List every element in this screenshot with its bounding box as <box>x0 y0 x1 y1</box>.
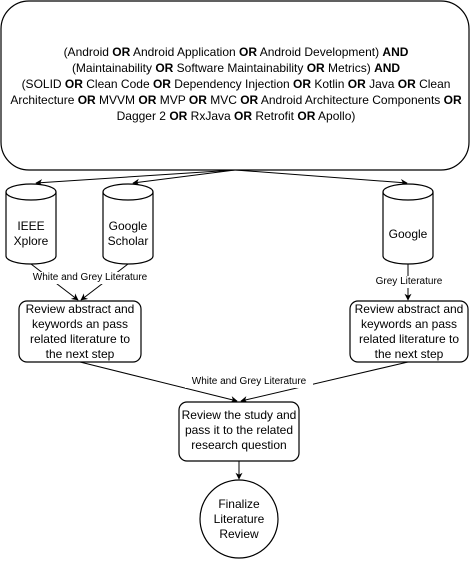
query-operator: OR <box>297 109 316 123</box>
query-operator: OR <box>169 109 188 123</box>
query-operator: OR <box>347 77 366 91</box>
query-term: RxJava <box>187 109 234 123</box>
edge-review-left-to-study <box>79 361 238 403</box>
query-operator: OR <box>397 77 416 91</box>
query-term: Software Maintainability <box>173 61 307 75</box>
query-operator: OR <box>239 45 258 59</box>
query-term: Apollo) <box>315 109 356 123</box>
edge-query-to-ieee <box>35 169 236 187</box>
google-scholar-database <box>102 183 154 265</box>
query-line-2: (Maintainability OR Software Maintainabi… <box>6 60 466 76</box>
query-term: Retrofit <box>252 109 298 123</box>
query-operator: AND <box>382 45 409 59</box>
query-operator: OR <box>77 93 96 107</box>
edge-label-to-study-review: White and Grey Literature <box>185 376 313 388</box>
query-term: Dagger 2 <box>116 109 170 123</box>
query-operator: OR <box>188 93 207 107</box>
google-label: Google <box>388 227 428 241</box>
query-term: Clean Code <box>82 77 153 91</box>
query-operator: OR <box>306 61 325 75</box>
query-operator: OR <box>112 45 131 59</box>
query-term: (Android <box>63 45 113 59</box>
ieee-xplore-database <box>5 183 57 265</box>
google-database <box>382 183 434 265</box>
query-term: Metrics) <box>324 61 375 75</box>
query-term: Dependency Injection <box>170 77 294 91</box>
query-term: MVP <box>156 93 189 107</box>
query-operator: OR <box>234 109 252 123</box>
finalize-circle <box>199 479 279 559</box>
query-term: Java <box>365 77 398 91</box>
query-term: Android Architecture Components <box>258 93 444 107</box>
edge-label-academic-sources: White and Grey Literature <box>26 272 154 284</box>
search-query-text: (Android OR Android Application OR Andro… <box>6 44 466 124</box>
query-term: Android Application <box>130 45 240 59</box>
edge-query-to-scholar <box>132 169 236 186</box>
query-term: Clean Architecture <box>10 77 451 107</box>
query-operator: OR <box>64 77 83 91</box>
query-term: (SOLID <box>21 77 65 91</box>
query-operator: OR <box>240 93 259 107</box>
edge-label-google-source: Grey Literature <box>372 276 446 288</box>
edge-review-right-to-study <box>240 361 409 403</box>
query-line-1: (Android OR Android Application OR Andro… <box>6 44 466 60</box>
query-term: Android Development) <box>257 45 383 59</box>
query-operator: OR <box>155 61 174 75</box>
query-term: MVVM <box>95 93 139 107</box>
query-operator: AND <box>374 61 401 75</box>
query-term: MVC <box>206 93 241 107</box>
query-operator: OR <box>138 93 157 107</box>
review-right-box <box>349 300 469 363</box>
query-term: (Maintainability <box>71 61 156 75</box>
edge-query-to-google <box>234 169 408 187</box>
query-term: Kotlin <box>311 77 348 91</box>
query-operator: OR <box>443 93 462 107</box>
query-line-3: (SOLID OR Clean Code OR Dependency Injec… <box>6 76 466 124</box>
query-operator: OR <box>152 77 171 91</box>
query-operator: OR <box>293 77 312 91</box>
